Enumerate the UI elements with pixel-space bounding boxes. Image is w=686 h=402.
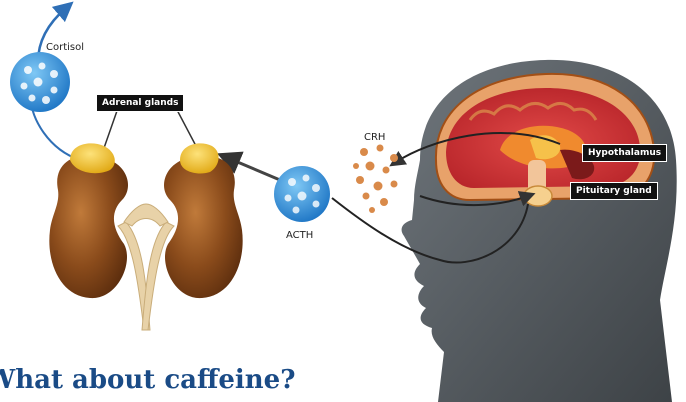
label-acth: ACTH [286,230,313,242]
label-cortisol: Cortisol [46,42,84,54]
left-kidney [49,143,128,298]
right-kidney [164,143,243,298]
label-adrenal-glands: Adrenal glands [96,94,184,112]
section-heading: What about caffeine? [0,363,295,397]
crh-particles [353,145,398,214]
label-hypothalamus: Hypothalamus [582,144,667,162]
label-crh: CRH [364,132,385,144]
acth-molecule [274,166,330,222]
label-pituitary-gland: Pituitary gland [570,182,658,200]
cortisol-molecule [10,52,70,112]
adrenal-pointer-lines [104,108,196,148]
ureters [118,204,174,330]
